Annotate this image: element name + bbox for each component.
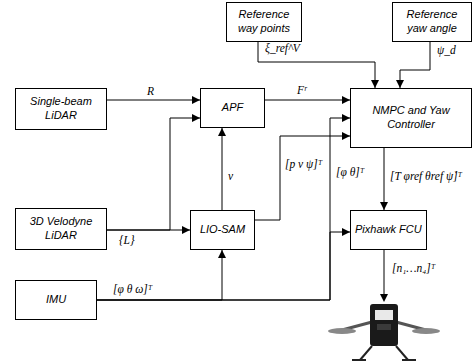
arrow-head: [380, 294, 388, 302]
signal-label: [p v ψ]ᵀ: [284, 158, 323, 172]
signal-arrow: [97, 118, 350, 300]
box-label: LIO-SAM: [200, 223, 245, 237]
signal-label: R: [146, 85, 155, 99]
process-box: IMU: [15, 280, 97, 320]
signal-label: {L}: [118, 234, 136, 248]
signal-arrow: [222, 128, 223, 210]
signal-arrow: [400, 42, 430, 88]
box-label: Reference way points: [231, 8, 297, 36]
output-wire: [384, 250, 385, 296]
signal-arrow: [107, 100, 200, 101]
signal-arrow: [265, 100, 350, 101]
signal-label: [φ θ ω]ᵀ: [112, 283, 153, 297]
box-label: Single-beam LiDAR: [20, 95, 102, 123]
signal-label: ψ_d: [436, 44, 457, 58]
process-box: 3D Velodyne LiDAR: [15, 208, 107, 250]
process-box: Pixhawk FCU: [350, 210, 427, 250]
signal-label: [n₁…n₄]ᵀ: [391, 262, 436, 276]
box-label: Reference yaw angle: [397, 8, 467, 36]
process-box: LIO-SAM: [190, 210, 255, 250]
process-box: APF: [200, 88, 265, 128]
drone: [328, 304, 440, 360]
signal-label: [φ θ]ᵀ: [335, 166, 365, 180]
signal-label: [T φref θref ψ̇]ᵀ: [389, 170, 463, 184]
process-box: Reference way points: [226, 2, 302, 42]
process-box: NMPC and Yaw Controller: [350, 88, 472, 148]
box-label: Pixhawk FCU: [355, 223, 422, 237]
process-box: Single-beam LiDAR: [15, 88, 107, 130]
signal-arrow: [97, 250, 222, 300]
signal-label: Fʳ: [296, 84, 308, 98]
box-label: IMU: [46, 293, 66, 307]
signal-label: ξ_ref^V: [264, 42, 301, 56]
signal-arrow: [384, 148, 385, 210]
signal-arrow: [258, 42, 375, 88]
signal-arrow: [107, 118, 200, 230]
box-label: NMPC and Yaw Controller: [355, 104, 467, 132]
box-label: APF: [222, 101, 243, 115]
process-box: Reference yaw angle: [392, 2, 472, 42]
box-label: 3D Velodyne LiDAR: [20, 215, 102, 243]
signal-label: v: [227, 170, 234, 184]
